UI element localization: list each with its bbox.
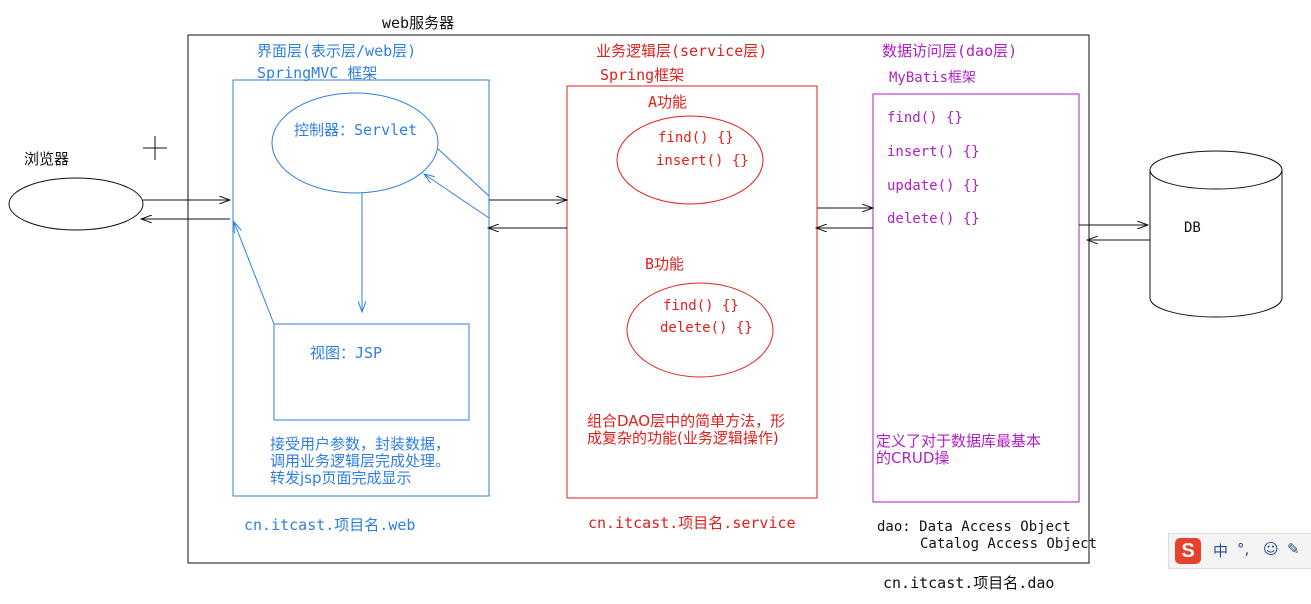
dao-abbreviation-line-1: dao: Data Access Object xyxy=(877,519,1071,535)
web-desc-line-3: 转发jsp页面完成显示 xyxy=(270,469,412,487)
dao-desc-line-1: 定义了对于数据库最基本 xyxy=(876,432,1042,450)
arrow-controller-to-service xyxy=(436,147,490,197)
web-layer-box xyxy=(232,79,490,497)
server-title: web服务器 xyxy=(382,14,455,32)
service-desc-line-2: 成复杂的功能(业务逻辑操作) xyxy=(587,429,779,447)
dao-layer-description: 定义了对于数据库最基本 的CRUD操 xyxy=(876,433,1041,467)
web-layer-title: 界面层(表示层/web层) xyxy=(257,42,417,60)
database-label: DB xyxy=(1184,220,1201,236)
view-label: 视图：JSP xyxy=(310,344,383,362)
dao-desc-line-2: 的CRUD操 xyxy=(876,449,950,467)
func-a-method-1: find() {} xyxy=(658,130,734,146)
func-b-label: B功能 xyxy=(645,255,685,273)
view-box xyxy=(273,323,470,421)
web-server-frame xyxy=(187,34,1090,564)
func-b-method-2: delete() {} xyxy=(660,320,753,336)
dao-package: cn.itcast.项目名.dao xyxy=(883,574,1055,592)
database-cylinder xyxy=(1149,150,1283,318)
dao-method-insert: insert() {} xyxy=(887,144,980,160)
pen-icon[interactable]: ✎ xyxy=(1287,540,1300,558)
ime-language-toggle[interactable]: 中 xyxy=(1213,542,1229,560)
func-a-method-2: insert() {} xyxy=(656,153,749,169)
dao-method-update: update() {} xyxy=(887,178,980,194)
service-layer-framework: Spring框架 xyxy=(600,66,685,84)
service-package: cn.itcast.项目名.service xyxy=(588,514,796,532)
crosshair-cursor-icon xyxy=(143,136,167,160)
browser-label: 浏览器 xyxy=(24,150,70,168)
controller-ellipse xyxy=(271,92,439,194)
web-layer-description: 接受用户参数，封装数据， 调用业务逻辑层完成处理。 转发jsp页面完成显示 xyxy=(270,436,450,487)
service-layer-title: 业务逻辑层(service层) xyxy=(596,42,768,60)
ime-toolbar[interactable]: S 中 °, ☺ ✎ xyxy=(1168,533,1311,569)
emoji-icon[interactable]: ☺ xyxy=(1263,540,1279,558)
web-layer-framework: SpringMVC 框架 xyxy=(257,64,378,82)
service-layer-box xyxy=(566,85,818,499)
dao-method-find: find() {} xyxy=(887,110,963,126)
web-desc-line-2: 调用业务逻辑层完成处理。 xyxy=(270,452,451,470)
dao-method-delete: delete() {} xyxy=(887,211,980,227)
browser-ellipse xyxy=(8,177,144,231)
service-desc-line-1: 组合DAO层中的简单方法，形 xyxy=(587,412,786,430)
web-package: cn.itcast.项目名.web xyxy=(244,516,416,534)
func-a-ellipse xyxy=(616,115,764,205)
arrow-view-to-web xyxy=(234,222,275,325)
ime-punctuation-toggle[interactable]: °, xyxy=(1237,540,1250,558)
dao-layer-box xyxy=(872,93,1080,503)
dao-layer-framework: MyBatis框架 xyxy=(889,70,977,86)
dao-layer-title: 数据访问层(dao层) xyxy=(882,42,1018,60)
arrow-service-to-controller xyxy=(424,174,490,219)
dao-abbreviation-line-2: Catalog Access Object xyxy=(920,536,1098,552)
sogou-logo-icon[interactable]: S xyxy=(1175,538,1201,564)
func-a-label: A功能 xyxy=(648,93,688,111)
web-desc-line-1: 接受用户参数，封装数据， xyxy=(270,435,451,453)
controller-label: 控制器：Servlet xyxy=(294,121,418,139)
service-layer-description: 组合DAO层中的简单方法，形 成复杂的功能(业务逻辑操作) xyxy=(587,413,785,447)
func-b-ellipse xyxy=(626,282,774,378)
func-b-method-1: find() {} xyxy=(663,298,739,314)
